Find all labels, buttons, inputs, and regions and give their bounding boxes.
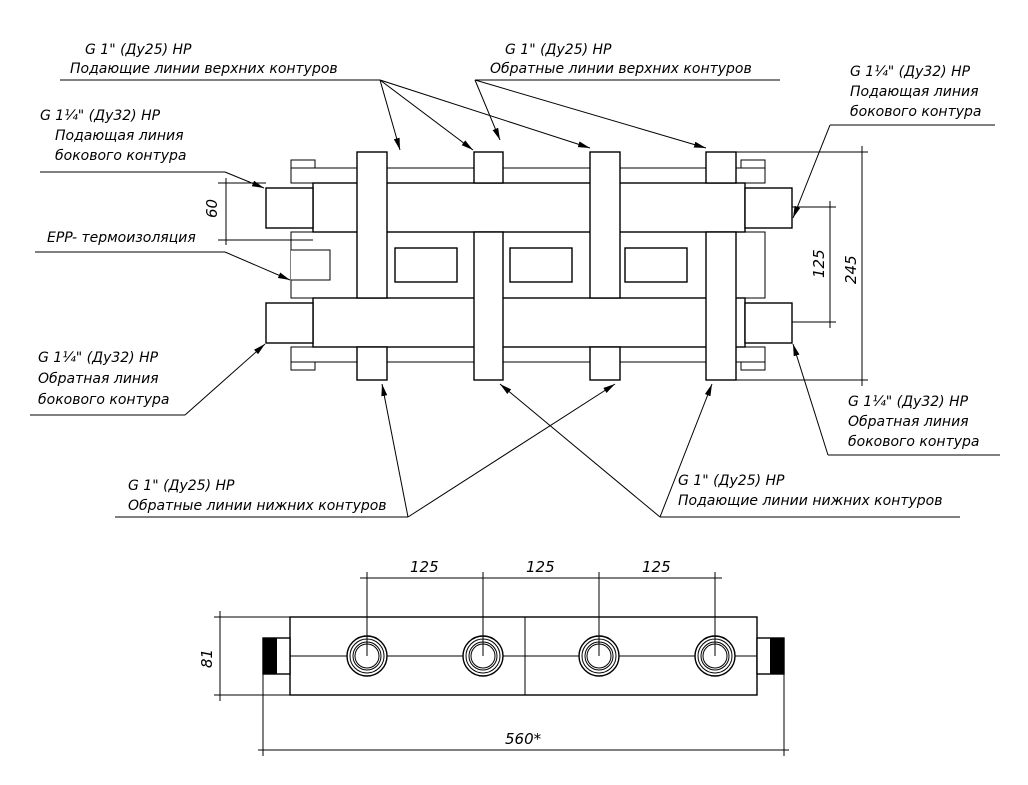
callout-top-supply: G 1" (Ду25) НР Подающие линии верхних ко… xyxy=(60,42,474,151)
callout-bottom-return: G 1" (Ду25) НР Обратные линии нижних кон… xyxy=(115,383,616,518)
svg-text:Обратные линии верхних контуро: Обратные линии верхних контуров xyxy=(490,61,752,77)
dim-245-text: 245 xyxy=(842,255,860,284)
dim-81-text: 81 xyxy=(198,649,216,668)
side-view: 125 125 125 81 560* xyxy=(198,558,789,756)
dim-spacing-2: 125 xyxy=(526,558,555,576)
callout-top-return: G 1" (Ду25) НР Обратные линии верхних ко… xyxy=(379,42,780,149)
insulation-window xyxy=(394,247,458,283)
svg-text:Обратная линия: Обратная линия xyxy=(848,414,969,430)
svg-text:EPP- термоизоляция: EPP- термоизоляция xyxy=(47,230,196,246)
svg-text:Подающие линии верхних контуро: Подающие линии верхних контуров xyxy=(70,61,338,77)
dimension-560: 560* xyxy=(258,674,789,756)
insulation-body xyxy=(290,159,766,371)
right-supply-stub xyxy=(744,187,793,229)
svg-text:G 1" (Ду25) НР: G 1" (Ду25) НР xyxy=(85,42,192,58)
svg-text:Подающие линии нижних контуров: Подающие линии нижних контуров xyxy=(678,493,943,509)
dimension-81: 81 xyxy=(198,611,290,701)
right-thread xyxy=(770,638,784,674)
svg-text:G 1¼" (Ду32) НР: G 1¼" (Ду32) НР xyxy=(38,350,159,366)
svg-text:G 1¼" (Ду32) НР: G 1¼" (Ду32) НР xyxy=(850,64,971,80)
dimension-spacing: 125 125 125 xyxy=(360,558,722,656)
svg-text:бокового контура: бокового контура xyxy=(850,104,982,120)
callout-left-supply: G 1¼" (Ду32) НР Подающая линия бокового … xyxy=(40,108,265,189)
svg-text:Подающая линия: Подающая линия xyxy=(55,128,184,144)
callout-right-supply: G 1¼" (Ду32) НР Подающая линия бокового … xyxy=(792,64,995,219)
dim-125-text: 125 xyxy=(810,249,828,278)
vertical-pipes xyxy=(356,151,737,381)
svg-text:G 1¼" (Ду32) НР: G 1¼" (Ду32) НР xyxy=(848,394,969,410)
callout-bottom-supply: G 1" (Ду25) НР Подающие линии нижних кон… xyxy=(499,383,960,518)
dim-spacing-3: 125 xyxy=(642,558,671,576)
left-thread xyxy=(263,638,277,674)
insulation-window xyxy=(624,247,688,283)
dimension-125-vertical: 125 xyxy=(792,201,836,328)
insulation-window xyxy=(509,247,573,283)
dim-spacing-1: 125 xyxy=(410,558,439,576)
callout-right-return: G 1¼" (Ду32) НР Обратная линия бокового … xyxy=(792,343,1000,456)
svg-text:бокового контура: бокового контура xyxy=(55,148,187,164)
svg-text:Обратные линии нижних контуров: Обратные линии нижних контуров xyxy=(128,498,387,514)
left-return-stub xyxy=(265,302,314,344)
return-header-pipe xyxy=(312,297,746,348)
svg-text:G 1" (Ду25) НР: G 1" (Ду25) НР xyxy=(128,478,235,494)
top-view: 60 245 125 G 1" (Ду25) НР Подающие линии… xyxy=(30,42,1000,518)
svg-text:G 1" (Ду25) НР: G 1" (Ду25) НР xyxy=(678,473,785,489)
right-return-stub xyxy=(744,302,793,344)
callout-left-return: G 1¼" (Ду32) НР Обратная линия бокового … xyxy=(30,343,266,416)
svg-text:Подающая линия: Подающая линия xyxy=(850,84,979,100)
svg-text:G 1¼" (Ду32) НР: G 1¼" (Ду32) НР xyxy=(40,108,161,124)
dimension-245: 245 xyxy=(736,146,868,386)
svg-text:G 1" (Ду25) НР: G 1" (Ду25) НР xyxy=(505,42,612,58)
left-supply-stub xyxy=(265,187,314,229)
dim-560-text: 560* xyxy=(505,730,542,748)
svg-text:Обратная линия: Обратная линия xyxy=(38,371,159,387)
svg-text:бокового контура: бокового контура xyxy=(848,434,980,450)
dim-60-text: 60 xyxy=(203,199,221,218)
svg-text:бокового контура: бокового контура xyxy=(38,392,170,408)
callout-insulation: EPP- термоизоляция xyxy=(35,230,291,281)
